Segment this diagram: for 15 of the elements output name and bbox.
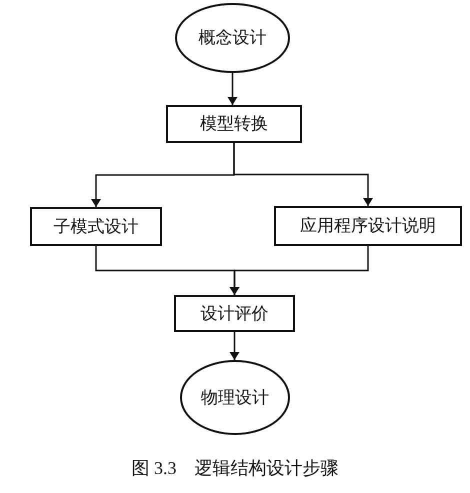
arrow [230,332,240,360]
node-label: 物理设计 [201,386,269,409]
arrow [230,246,369,295]
node-label: 设计评价 [200,302,268,325]
process-box [274,206,462,246]
process-box [166,105,302,143]
process-box [30,207,162,246]
node-label: 子模式设计 [54,216,138,238]
node-label: 模型转换 [200,113,268,136]
arrow [228,73,238,105]
node-label: 应用程序设计说明 [300,215,436,238]
arrow [233,143,373,206]
process-box [174,295,295,332]
figure-caption: 图 3.3 逻辑结构设计步骤 [132,457,338,480]
node-label: 概念设计 [198,27,266,50]
